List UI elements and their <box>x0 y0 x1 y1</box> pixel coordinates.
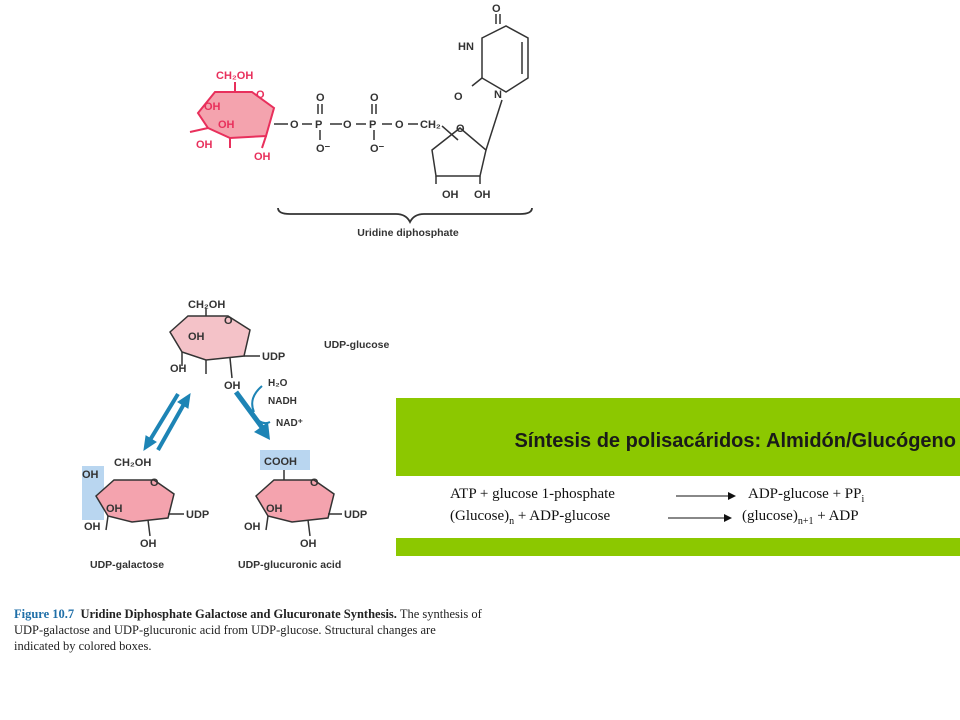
water-label: H₂O <box>268 378 288 389</box>
equation-2-products: (glucose)n+1 + ADP <box>742 508 859 527</box>
oh-label: OH <box>204 101 221 113</box>
oh-label: OH <box>106 503 123 515</box>
udp-glucose-label: UDP-glucose <box>324 339 390 351</box>
equation-2-left-b: + ADP-glucose <box>514 508 611 524</box>
oh-label: OH <box>442 189 459 201</box>
oxygen-anion-label: O⁻ <box>316 143 331 155</box>
equation-2: (Glucose)n + ADP-glucose <box>450 508 610 527</box>
equation-2-right-sub: n+1 <box>797 516 814 527</box>
oh-label: OH <box>82 469 99 481</box>
udp-glucose-ring <box>169 308 260 379</box>
figure-caption: Figure 10.7 Uridine Diphosphate Galactos… <box>14 606 484 654</box>
oh-label: OH <box>84 521 101 533</box>
udp-label: UDP <box>344 509 367 521</box>
oh-label: OH <box>244 521 261 533</box>
ch2oh-label: CH₂OH <box>216 70 253 82</box>
equation-1-right: ADP-glucose + PP <box>748 486 862 502</box>
oxygen-label: O <box>316 92 325 104</box>
highlight-box <box>260 450 310 470</box>
ring-oxygen-label: O <box>456 123 465 135</box>
cooh-label: COOH <box>264 456 297 468</box>
ch2oh-label: CH₂OH <box>188 299 225 311</box>
oxygen-label: O <box>492 3 501 15</box>
nadh-label: NADH <box>268 396 297 407</box>
equation-2-right-a: (glucose) <box>742 508 798 524</box>
oxygen-label: O <box>395 119 404 131</box>
glucose-ring <box>189 82 288 149</box>
highlight-box <box>82 466 104 520</box>
udp-label: UDP <box>186 509 209 521</box>
uridine-diphosphate-label: Uridine diphosphate <box>357 227 459 239</box>
udp-glucuronic-label: UDP-glucuronic acid <box>238 559 341 571</box>
oh-label: OH <box>474 189 491 201</box>
udp-galactose-label: UDP-galactose <box>90 559 164 571</box>
diphosphate-chain <box>302 104 459 141</box>
oh-label: OH <box>140 538 157 550</box>
udp-glucuronic-ring <box>255 470 342 537</box>
ch2oh-label: CH₂OH <box>114 457 151 469</box>
udp-label: UDP <box>262 351 285 363</box>
oxygen-anion-label: O⁻ <box>370 143 385 155</box>
oxygen-label: O <box>454 91 463 103</box>
nad-label: NAD⁺ <box>276 418 303 429</box>
oh-label: OH <box>170 363 187 375</box>
equation-1-left: ATP + glucose 1-phosphate <box>450 486 615 502</box>
oh-label: OH <box>224 380 241 392</box>
equation-1-products: ADP-glucose + PPi <box>748 486 864 505</box>
udp-conversion-diagram: CH₂OH O OH OH OH UDP UDP-glucose H₂O NAD… <box>82 299 390 571</box>
oh-label: OH <box>254 151 271 163</box>
ring-oxygen-label: O <box>310 477 319 489</box>
phosphorus-label: P <box>369 119 376 131</box>
udp-galactose-ring <box>95 479 184 537</box>
oxygen-label: O <box>343 119 352 131</box>
equilibrium-arrows <box>143 392 191 452</box>
oh-label: OH <box>300 538 317 550</box>
equation-2-right-b: + ADP <box>813 508 859 524</box>
ribose-ring <box>431 99 503 184</box>
ring-oxygen-label: O <box>150 477 159 489</box>
equation-strip <box>396 476 960 538</box>
hn-label: HN <box>458 41 474 53</box>
brace <box>277 207 533 225</box>
oxygen-label: O <box>290 119 299 131</box>
oxidation-arrow <box>233 385 271 440</box>
slide-title: Síntesis de polisacáridos: Almidón/Glucó… <box>514 430 956 452</box>
udp-sugar-structure: CH₂OH O OH OH OH OH O P O O⁻ O P O O⁻ O … <box>189 3 533 239</box>
uracil-ring <box>471 14 529 93</box>
reaction-arrow <box>668 514 732 522</box>
nitrogen-label: N <box>494 89 502 101</box>
equation-1: ATP + glucose 1-phosphate <box>450 486 615 503</box>
oh-label: OH <box>188 331 205 343</box>
ring-oxygen-label: O <box>224 315 233 327</box>
oh-label: OH <box>196 139 213 151</box>
equation-2-left-a: (Glucose) <box>450 508 510 524</box>
reaction-arrow <box>676 492 736 500</box>
equation-2-left-sub: n <box>509 516 515 527</box>
equation-1-subscript: i <box>861 494 865 505</box>
figure-label: Figure 10.7 <box>14 607 75 621</box>
oxygen-label: O <box>370 92 379 104</box>
ring-oxygen-label: O <box>256 89 265 101</box>
ch2-label: CH₂ <box>420 119 441 131</box>
figure-title: Uridine Diphosphate Galactose and Glucur… <box>80 607 397 621</box>
figure-text: The synthesis of UDP-galactose and UDP-g… <box>14 607 482 653</box>
phosphorus-label: P <box>315 119 322 131</box>
oh-label: OH <box>218 119 235 131</box>
oh-label: OH <box>266 503 283 515</box>
